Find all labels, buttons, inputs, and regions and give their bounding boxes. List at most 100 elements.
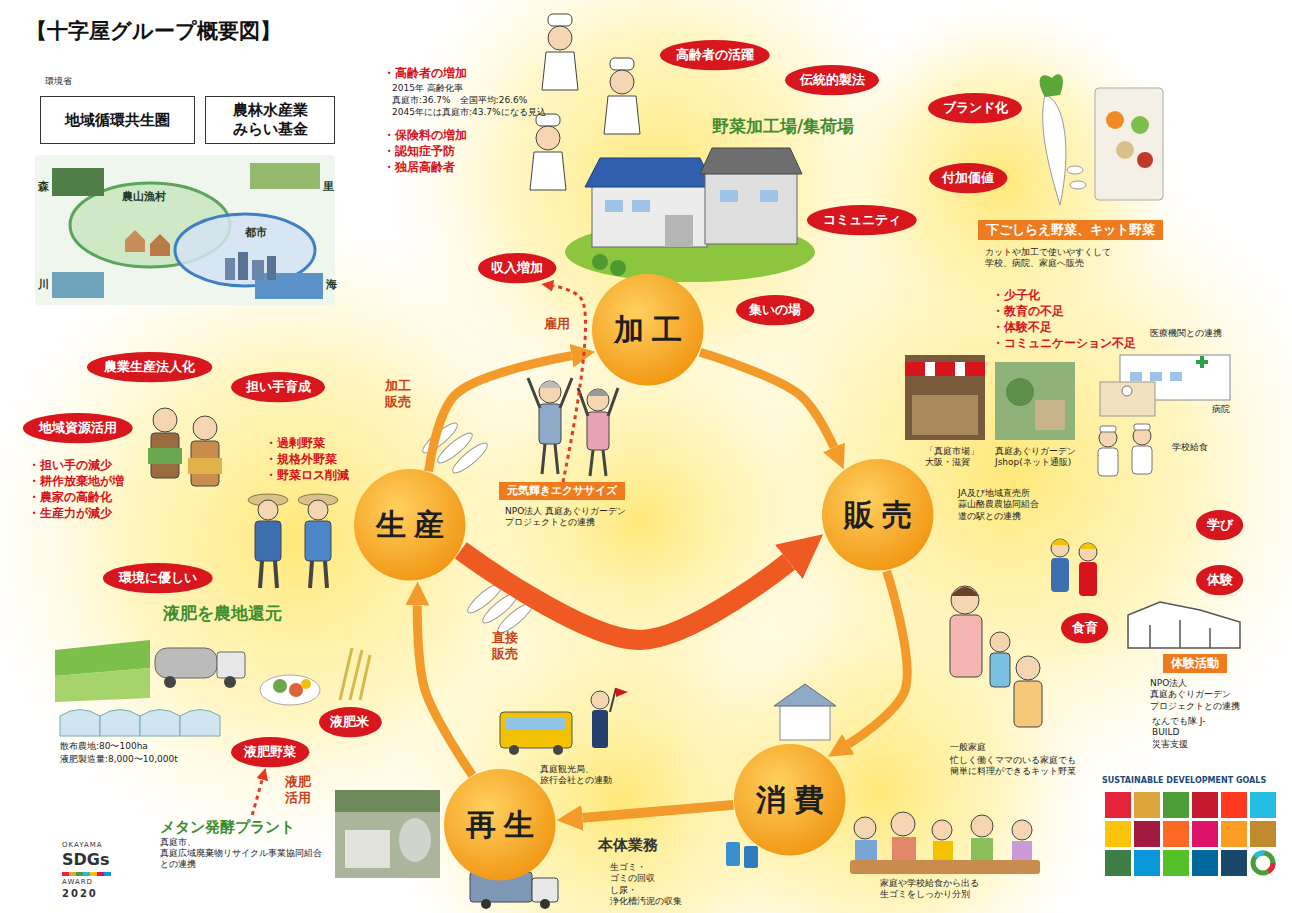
keyword-oval-fill (1196, 510, 1243, 540)
cook-body (604, 96, 640, 134)
tree (592, 254, 608, 270)
keyword-oval: 地域資源活用 (22, 412, 134, 444)
kid-hat (1100, 426, 1116, 432)
tree (610, 260, 626, 276)
city-building (225, 258, 235, 280)
keyword-oval: 高齢者の活躍 (659, 39, 771, 71)
keyword-oval: 伝統的製法 (784, 64, 880, 96)
field (55, 668, 150, 702)
keyword-oval-fill (87, 352, 212, 382)
sea-photo (255, 273, 323, 299)
factory-window (632, 200, 650, 212)
node-text: 地域資源活用 (39, 420, 117, 436)
node-text: 体験活動 (1171, 656, 1219, 671)
cook-head (548, 26, 572, 50)
keyword-oval: 学び (1195, 509, 1244, 541)
award-text: AWARD (62, 878, 93, 887)
flow-arrow (417, 605, 472, 775)
stripe (83, 872, 90, 876)
elder-head (587, 389, 609, 411)
node-text: 地域循環共生圏 (65, 111, 170, 130)
node-text: 販売 (844, 496, 919, 534)
stage-circle-fill (822, 459, 934, 571)
map-label: 海 (326, 278, 337, 292)
farmer-head (153, 408, 177, 432)
keyword-oval: 収入増加 (477, 252, 557, 284)
award-stripes (62, 872, 111, 876)
issue-text: ・耕作放棄地が増 (28, 474, 124, 489)
stripe (76, 872, 83, 876)
farmer-head (258, 500, 278, 520)
rice-stalk (340, 648, 370, 700)
wheel (481, 899, 491, 909)
node-text: 液肥野菜 (244, 744, 296, 760)
elder-hair (539, 381, 561, 388)
keyword-oval: 集いの場 (735, 294, 815, 326)
issue-text: ・少子化 (992, 288, 1040, 303)
sdg-icon (1221, 821, 1247, 847)
issue-text: ・農家の高齢化 (28, 490, 112, 505)
village-house (125, 230, 145, 252)
family-body (1012, 841, 1032, 860)
factory-roof (585, 158, 714, 187)
garden-tree (1006, 378, 1034, 406)
stage-circle-fill (444, 769, 556, 881)
bus-window (506, 718, 566, 730)
daikon (1043, 95, 1066, 205)
keyword-oval: 環境に優しい (102, 562, 214, 594)
flow-arrow (700, 352, 834, 447)
daikon-leaf (1040, 74, 1063, 97)
node-text: 農林水産業 みらい基金 (233, 101, 308, 139)
tag-box: 下ごしらえ野菜、キット野菜 (978, 220, 1163, 240)
keyword-oval-fill (319, 707, 382, 737)
vegetable-basket (188, 458, 222, 474)
family-head (932, 820, 952, 840)
farmers (148, 408, 338, 588)
sdg-icon (1134, 821, 1160, 847)
window (1130, 372, 1142, 381)
kit-vegetable (1106, 111, 1124, 129)
sdg-wheel (1253, 853, 1273, 873)
market-stalls (912, 395, 978, 435)
child-head (990, 632, 1010, 652)
node-text: 学び (1207, 517, 1233, 533)
shops (905, 355, 1075, 440)
fund-box: 農林水産業 みらい基金 (205, 96, 335, 144)
circulation-map (35, 155, 335, 305)
note-text: 一般家庭 (950, 742, 986, 753)
section-heading: 液肥を農地還元 (163, 603, 282, 624)
node-text: 担い手育成 (246, 379, 311, 395)
elder-hair (587, 389, 609, 396)
diagram-title: 【十字屋グループ概要図】 (26, 18, 281, 44)
farmer-legs (310, 561, 327, 588)
awning (905, 362, 985, 376)
daikon (449, 439, 490, 476)
tank-truck (155, 648, 217, 678)
factory-window (760, 190, 778, 202)
factory-door (665, 215, 693, 247)
family-head (1012, 820, 1032, 840)
kid-body (1132, 446, 1152, 474)
keyword-oval-fill (785, 65, 879, 95)
stripe (69, 872, 76, 876)
house (780, 705, 830, 740)
issue-text: ・独居高齢者 (383, 160, 455, 175)
field-photo (250, 163, 320, 189)
map-label: 里 (323, 180, 334, 194)
keyword-oval-fill (23, 413, 133, 443)
stage-circle: 生産 (353, 468, 467, 582)
kid-body (1098, 448, 1118, 476)
node-text: 集いの場 (749, 302, 801, 318)
keyword-oval-fill (478, 253, 556, 283)
wheel (540, 899, 550, 909)
house-roof (774, 684, 836, 706)
note-text: 環境省 (45, 76, 72, 87)
note-text: 真庭市:36.7% 全国平均:26.6% (392, 95, 527, 106)
farmer-head (193, 416, 217, 440)
stripe (97, 872, 104, 876)
node-body-text: 真庭市、 真庭広域廃棄物リサイクル事業協同組合 との連携 (160, 837, 322, 871)
glow (820, 0, 1180, 360)
